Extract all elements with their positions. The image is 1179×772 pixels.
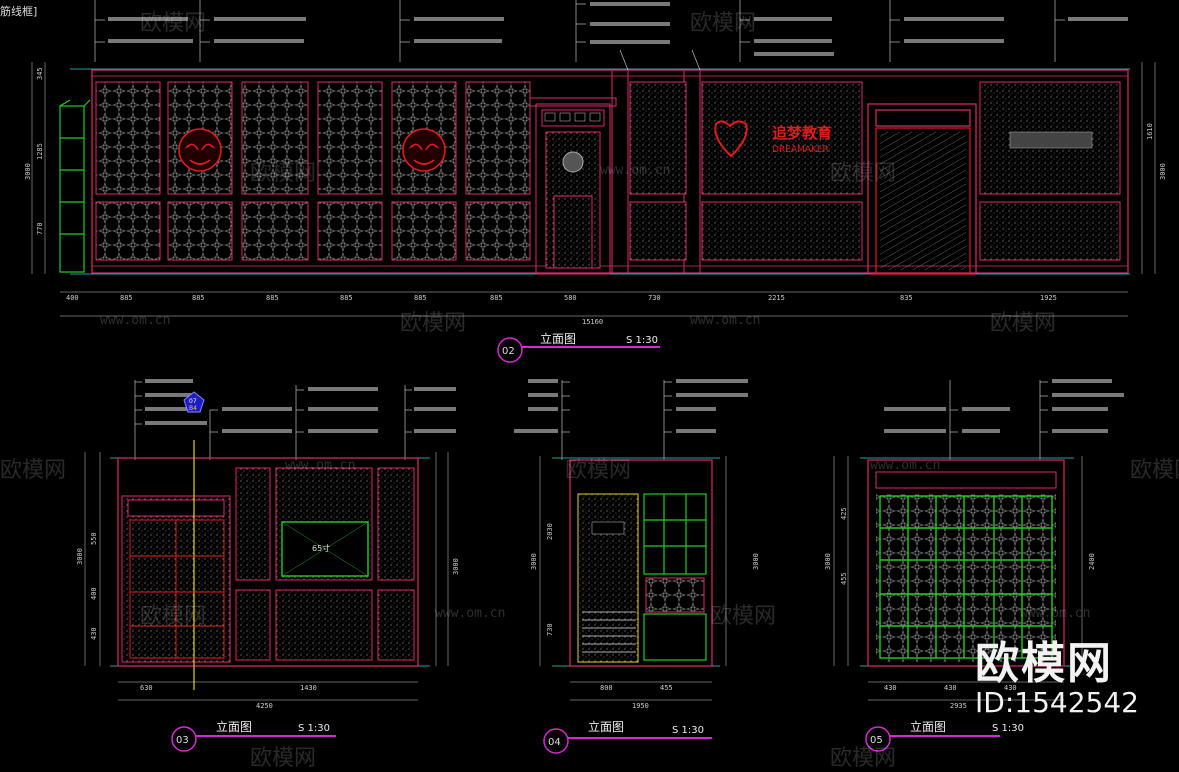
- svg-text:03: 03: [176, 735, 189, 746]
- svg-text:3000: 3000: [530, 553, 538, 570]
- svg-text:630: 630: [140, 684, 153, 692]
- svg-text:885: 885: [120, 294, 133, 302]
- green-shelf-02: [59, 99, 91, 273]
- svg-text:430: 430: [1004, 684, 1017, 692]
- svg-text:S 1:30: S 1:30: [672, 725, 704, 736]
- green-shelf-04: [643, 493, 707, 661]
- svg-text:425: 425: [840, 507, 848, 520]
- height-dims-02-left: [31, 62, 46, 274]
- tv-label: 65寸: [312, 543, 330, 553]
- svg-text:4250: 4250: [256, 702, 273, 710]
- elevation-number: 02: [502, 346, 515, 357]
- sign-en-text: DREAMAKER: [772, 145, 829, 155]
- svg-text:885: 885: [192, 294, 205, 302]
- height-dims-02-right: [1141, 62, 1156, 274]
- elevation-05: 425 455 3000 2400 430 430 430 2935 05 立面…: [824, 379, 1124, 752]
- svg-text:1950: 1950: [632, 702, 649, 710]
- svg-text:2935: 2935: [950, 702, 967, 710]
- svg-text:3000: 3000: [824, 553, 832, 570]
- cad-drawing: 追梦教育 DREAMAKER 345 1285 770 3000 1610 30…: [24, 0, 1167, 754]
- opera-mask-icon: [402, 128, 446, 172]
- title-block-05: 05 立面图 S 1:30: [865, 719, 1024, 752]
- glass-door-02: [867, 103, 977, 275]
- svg-text:2030: 2030: [546, 523, 554, 540]
- brand-name: 欧模网: [975, 638, 1114, 689]
- elevation-03: 07 B4 65寸 550 400 430 3000 3000 630 1430…: [76, 379, 460, 752]
- title-block-04: 04 立面图 S 1:30: [543, 719, 712, 754]
- svg-text:885: 885: [490, 294, 503, 302]
- svg-text:400: 400: [66, 294, 79, 302]
- svg-text:730: 730: [546, 623, 554, 636]
- svg-text:3000: 3000: [452, 558, 460, 575]
- svg-text:345: 345: [36, 67, 44, 80]
- svg-text:3000: 3000: [76, 548, 84, 565]
- brand-watermark: 欧模网 ID:1542542: [975, 640, 1139, 718]
- elevation-scale: S 1:30: [626, 335, 658, 346]
- svg-text:B4: B4: [189, 405, 197, 412]
- elevation-04: 2030 730 3000 3000 800 455 1950 04 立面图 S…: [514, 379, 760, 754]
- svg-text:2215: 2215: [768, 294, 785, 302]
- svg-text:S 1:30: S 1:30: [992, 723, 1024, 734]
- svg-text:2400: 2400: [1088, 553, 1096, 570]
- title-block-02: 02 立面图 S 1:30: [497, 331, 660, 363]
- opera-mask-icon: [178, 128, 222, 172]
- svg-text:立面图: 立面图: [910, 719, 946, 734]
- tab-label[interactable]: 筋线框]: [0, 5, 38, 18]
- svg-text:835: 835: [900, 294, 913, 302]
- svg-text:430: 430: [884, 684, 897, 692]
- overall-dim-02: 15160: [582, 318, 603, 326]
- svg-text:770: 770: [36, 222, 44, 235]
- svg-text:430: 430: [90, 627, 98, 640]
- svg-text:立面图: 立面图: [588, 719, 624, 734]
- svg-text:455: 455: [840, 572, 848, 585]
- annotation-notes-02: [94, 0, 1065, 62]
- svg-text:3000: 3000: [1159, 163, 1167, 180]
- svg-text:885: 885: [414, 294, 427, 302]
- svg-text:1610: 1610: [1146, 123, 1154, 140]
- svg-text:04: 04: [548, 737, 561, 748]
- width-dims-02: [60, 291, 1128, 317]
- elevation-02: 追梦教育 DREAMAKER 345 1285 770 3000 1610 30…: [24, 0, 1167, 363]
- door-02: [529, 97, 617, 275]
- svg-text:1430: 1430: [300, 684, 317, 692]
- svg-text:07: 07: [189, 398, 197, 405]
- svg-text:430: 430: [944, 684, 957, 692]
- svg-text:S 1:30: S 1:30: [298, 723, 330, 734]
- svg-text:800: 800: [600, 684, 613, 692]
- svg-text:550: 550: [90, 532, 98, 545]
- green-grid-05: [879, 495, 1053, 659]
- svg-text:1925: 1925: [1040, 294, 1057, 302]
- star-panels-02: [95, 81, 531, 261]
- sign-cn-text: 追梦教育: [772, 124, 832, 142]
- width-dim-labels-02: 400 885 885 885 885 885 885 580 730 2215…: [66, 294, 1057, 326]
- svg-text:580: 580: [564, 294, 577, 302]
- svg-text:455: 455: [660, 684, 673, 692]
- title-block-03: 03 立面图 S 1:30: [171, 719, 336, 752]
- svg-text:885: 885: [266, 294, 279, 302]
- svg-text:730: 730: [648, 294, 661, 302]
- svg-text:立面图: 立面图: [216, 719, 252, 734]
- svg-text:05: 05: [870, 735, 883, 746]
- dreamaker-sign: 追梦教育 DREAMAKER: [714, 120, 832, 158]
- texture-panels-02: [629, 81, 1121, 261]
- brand-id: ID:1542542: [975, 686, 1139, 719]
- svg-text:400: 400: [90, 587, 98, 600]
- svg-text:885: 885: [340, 294, 353, 302]
- svg-text:3000: 3000: [24, 163, 32, 180]
- svg-text:1285: 1285: [36, 143, 44, 160]
- svg-text:3000: 3000: [752, 553, 760, 570]
- elevation-title: 立面图: [540, 331, 576, 346]
